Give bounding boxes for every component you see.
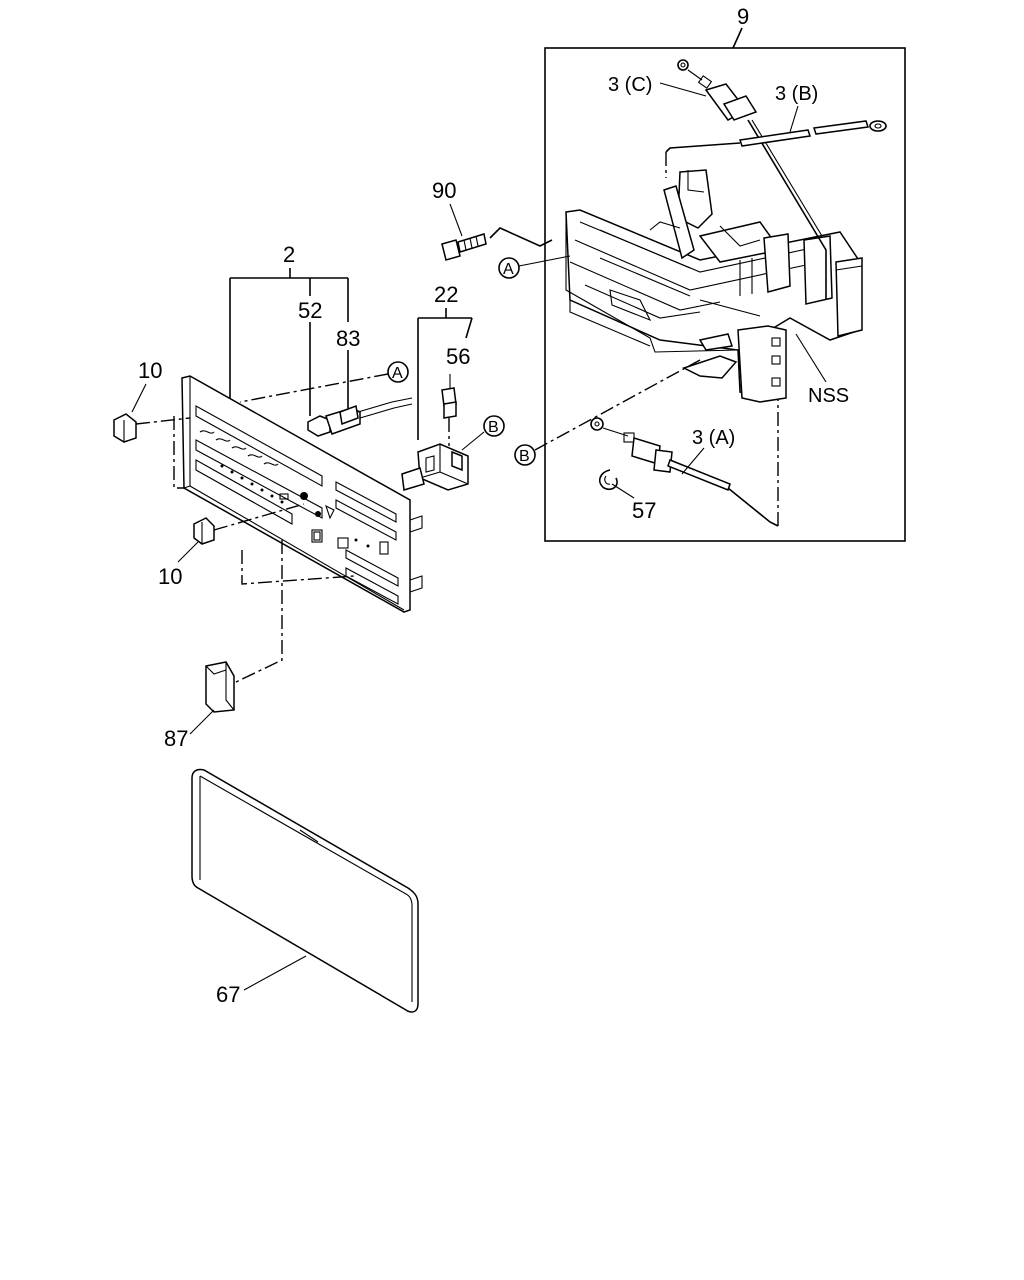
label-57: 57 — [632, 498, 656, 523]
bulb-56-part — [441, 374, 457, 446]
ref-b-right: B — [514, 359, 701, 466]
label-56: 56 — [446, 344, 470, 369]
cap-87-part — [205, 661, 235, 713]
label-3c: 3 (C) — [608, 74, 652, 96]
control-panel-part — [135, 375, 423, 613]
knob-10-bottom-part — [193, 503, 305, 545]
label-10-bottom: 10 — [158, 564, 182, 589]
screw-90-part — [441, 227, 553, 261]
label-10-top: 10 — [138, 358, 162, 383]
ref-a-left: A — [239, 361, 409, 403]
label-3b: 3 (B) — [775, 83, 818, 105]
label-3a: 3 (A) — [692, 427, 735, 449]
knob-10-top-part — [113, 413, 137, 443]
group-22-bracket — [417, 308, 473, 440]
bulb-socket-part — [307, 397, 413, 437]
svg-text:B: B — [488, 419, 499, 436]
plate-67-part — [191, 768, 419, 1013]
ref-b-left: B — [461, 415, 505, 451]
svg-text:A: A — [503, 261, 514, 278]
control-base-part — [565, 169, 863, 403]
label-67: 67 — [216, 982, 240, 1007]
cable-3b-part — [665, 120, 887, 178]
assembly-9-frame — [544, 27, 906, 542]
group-2-bracket — [229, 268, 349, 416]
label-83: 83 — [336, 326, 360, 351]
label-52: 52 — [298, 298, 322, 323]
label-22: 22 — [434, 282, 458, 307]
label-87: 87 — [164, 726, 188, 751]
svg-text:A: A — [392, 365, 403, 382]
clip-57-part — [598, 469, 618, 491]
cable-3c-part — [677, 59, 827, 300]
switch-22-part — [401, 443, 469, 491]
cable-3a-part — [590, 400, 779, 527]
label-2: 2 — [283, 242, 295, 267]
ref-a-right: A — [498, 255, 571, 279]
label-90: 90 — [432, 178, 456, 203]
label-9: 9 — [737, 4, 749, 29]
label-nss: NSS — [808, 385, 849, 407]
svg-text:B: B — [519, 448, 530, 465]
